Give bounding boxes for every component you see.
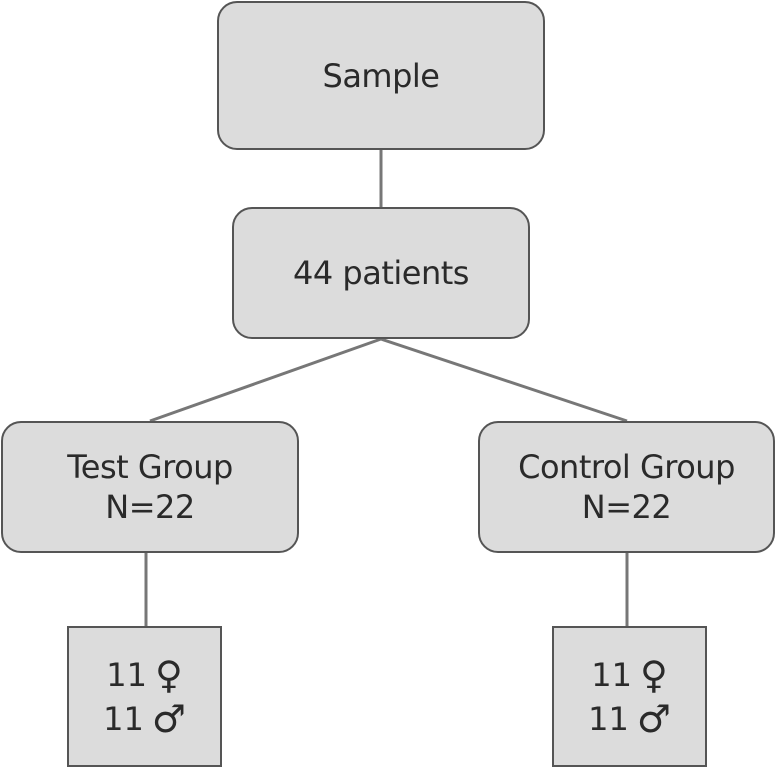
leaf-control-gender-split: 11 ♀ 11 ♂ bbox=[552, 626, 707, 767]
leaf-test-female-count: 11 bbox=[106, 655, 147, 694]
leaf-control-female-row: 11 ♀ bbox=[591, 653, 668, 697]
leaf-control-female-count: 11 bbox=[591, 655, 632, 694]
connector-patients-to-control bbox=[380, 337, 628, 423]
node-patients-label: 44 patients bbox=[293, 254, 469, 292]
leaf-test-male-count: 11 bbox=[103, 699, 144, 738]
leaf-control-male-count: 11 bbox=[588, 699, 629, 738]
leaf-test-gender-split: 11 ♀ 11 ♂ bbox=[67, 626, 222, 767]
leaf-test-female-row: 11 ♀ bbox=[106, 653, 183, 697]
male-symbol-icon: ♂ bbox=[636, 696, 671, 741]
female-symbol-icon: ♀ bbox=[154, 652, 183, 697]
leaf-test-male-row: 11 ♂ bbox=[103, 697, 186, 741]
leaf-control-male-row: 11 ♂ bbox=[588, 697, 671, 741]
node-control-group-count: N=22 bbox=[581, 488, 672, 526]
male-symbol-icon: ♂ bbox=[151, 696, 186, 741]
node-test-group-count: N=22 bbox=[105, 488, 195, 526]
node-sample-label: Sample bbox=[322, 56, 440, 95]
node-control-group: Control Group N=22 bbox=[478, 421, 775, 553]
node-patients: 44 patients bbox=[232, 207, 530, 339]
node-test-group-title: Test Group bbox=[67, 448, 233, 486]
node-control-group-title: Control Group bbox=[518, 448, 735, 486]
connector-patients-to-test bbox=[149, 337, 382, 423]
node-test-group: Test Group N=22 bbox=[1, 421, 299, 553]
female-symbol-icon: ♀ bbox=[639, 652, 668, 697]
node-sample: Sample bbox=[217, 1, 545, 150]
